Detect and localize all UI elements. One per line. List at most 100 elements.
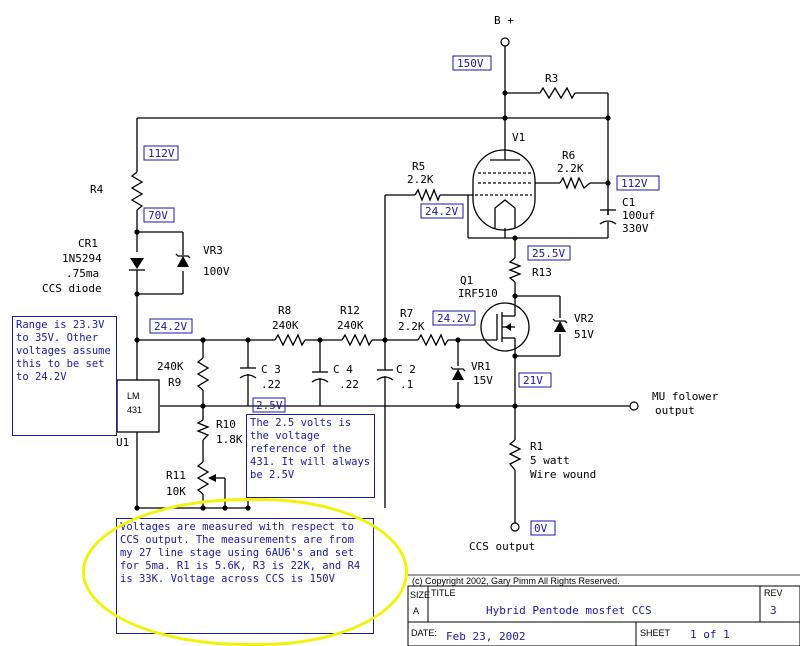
resistors	[130, 86, 591, 495]
resistor-r1	[508, 439, 522, 471]
r5-value: 2.2K	[407, 173, 434, 186]
title-value: Hybrid Pentode mosfet CCS	[486, 604, 652, 617]
c1-value1: 100uf	[622, 209, 655, 222]
diode-cr1	[130, 258, 144, 269]
vr1-value: 15V	[473, 374, 493, 387]
voltage-25-5: 25.5V	[532, 247, 565, 260]
r9-name: R9	[168, 376, 181, 389]
title-block-text: (c) Copyright 2002, Gary Pimm All Rights…	[410, 576, 783, 643]
c4-value: .22	[339, 378, 359, 391]
resistor-r4	[130, 171, 144, 211]
wiring	[136, 46, 630, 523]
potentiometer-wiper-icon	[208, 474, 216, 482]
highlight-circle	[82, 498, 408, 646]
diodes	[129, 253, 568, 380]
r1-value1: 5 watt	[530, 454, 570, 467]
resistor-r7	[417, 333, 449, 347]
vr2-name: VR2	[574, 312, 594, 325]
vr3-value: 100V	[203, 265, 230, 278]
r8-name: R8	[278, 304, 291, 317]
voltage-24-2-left: 24.2V	[154, 320, 187, 333]
rev-value: 3	[770, 604, 777, 617]
r11-name: R11	[166, 469, 186, 482]
capacitors	[239, 209, 617, 383]
voltage-112-left: 112V	[148, 147, 175, 160]
r10-name: R10	[216, 418, 236, 431]
r6-name: R6	[562, 149, 575, 162]
copyright: (c) Copyright 2002, Gary Pimm All Rights…	[412, 576, 620, 586]
voltage-0: 0V	[534, 522, 548, 535]
size-label: SIZE	[410, 590, 430, 600]
resistor-r3	[539, 86, 576, 100]
mosfet-arrow-icon	[505, 323, 511, 331]
c3-name: C 3	[261, 363, 281, 376]
r7-name: R7	[400, 307, 413, 320]
tube-v1	[470, 149, 536, 231]
mu-output-terminal	[629, 401, 639, 411]
c3-value: .22	[261, 378, 281, 391]
u1-name: U1	[116, 436, 129, 449]
u1-part-line2: 431	[127, 405, 142, 415]
r12-name: R12	[340, 304, 360, 317]
c2-value: .1	[400, 378, 413, 391]
title-label: TITLE	[431, 588, 456, 598]
vr1-name: VR1	[471, 360, 491, 373]
q1-part: IRF510	[458, 287, 498, 300]
r7-value: 2.2K	[398, 320, 425, 333]
supply-label: B +	[494, 14, 514, 27]
r1-value2: Wire wound	[530, 468, 596, 481]
r1-name: R1	[530, 440, 543, 453]
v1-name: V1	[512, 131, 525, 144]
q1-name: Q1	[460, 274, 473, 287]
zener-vr3	[177, 256, 189, 267]
c1-name: C1	[622, 196, 635, 209]
voltage-b-plus: 150V	[457, 57, 484, 70]
r8-value: 240K	[272, 319, 299, 332]
resistor-r13	[508, 257, 522, 283]
voltage-labels: 150V 112V 70V 24.2V 2.5V 24.2V 24.2V 25.…	[143, 55, 660, 536]
sheet-value: 1 of 1	[690, 628, 730, 641]
mu-output-line1: MU folower	[652, 390, 719, 403]
sheet-label: SHEET	[640, 628, 671, 638]
date-label: DATE:	[411, 628, 437, 638]
voltage-112-right: 112V	[621, 177, 648, 190]
vr3-name: VR3	[203, 244, 223, 257]
u1-part-line1: LM	[127, 391, 140, 401]
r6-value: 2.2K	[557, 162, 584, 175]
voltage-21: 21V	[523, 374, 543, 387]
resistor-r8	[274, 333, 306, 347]
component-labels: B + R3 V1 R5 2.2K R6 2.2K C1 100uf 330V …	[42, 14, 719, 553]
mu-output-line2: output	[655, 404, 695, 417]
cr1-rating: .75ma	[66, 267, 99, 280]
voltage-70: 70V	[148, 209, 168, 222]
note-voltage-reference: The 2.5 volts is the voltage reference o…	[246, 414, 375, 498]
resistor-r5	[414, 188, 441, 202]
ccs-output-terminal	[510, 522, 520, 532]
size-value: A	[413, 606, 419, 616]
note-range: Range is 23.3V to 35V. Other voltages as…	[12, 316, 117, 436]
r5-name: R5	[412, 160, 425, 173]
zener-vr2	[554, 321, 566, 332]
c2-name: C 2	[396, 363, 416, 376]
zener-vr1	[452, 369, 464, 380]
r11-value: 10K	[166, 485, 186, 498]
r9-value: 240K	[157, 360, 184, 373]
resistor-r6	[559, 176, 591, 190]
date-value: Feb 23, 2002	[446, 630, 525, 643]
r3-name: R3	[545, 72, 558, 85]
r10-value: 1.8K	[216, 433, 243, 446]
resistor-r12	[341, 333, 373, 347]
resistor-r9	[196, 357, 210, 391]
rev-label: REV	[764, 588, 783, 598]
voltage-2-5: 2.5V	[256, 399, 283, 412]
r13-name: R13	[532, 266, 552, 279]
b-plus-terminal	[500, 37, 510, 47]
c4-name: C 4	[333, 363, 353, 376]
c1-value2: 330V	[622, 222, 649, 235]
cr1-part: 1N5294	[62, 252, 102, 265]
r4-name: R4	[90, 183, 104, 196]
cr1-name: CR1	[78, 237, 98, 250]
r12-value: 240K	[337, 319, 364, 332]
resistor-r11	[196, 461, 210, 495]
title-block	[407, 574, 800, 646]
